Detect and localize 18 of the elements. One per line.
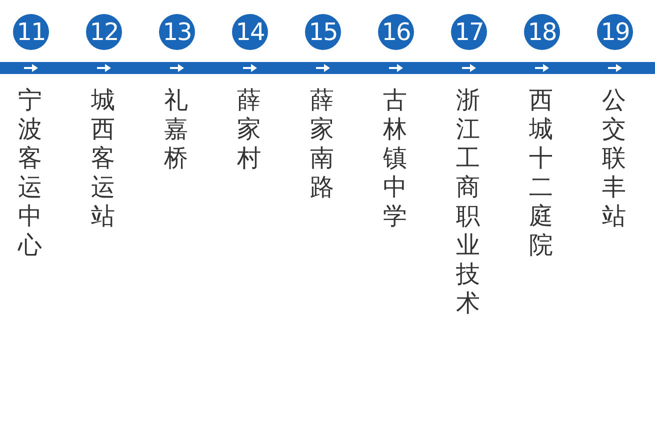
stop-number: 15	[305, 14, 341, 50]
stop-number: 19	[597, 14, 633, 50]
stop-name: 西城十二庭院	[529, 86, 554, 260]
stop-number: 17	[451, 14, 487, 50]
stop-name: 薛家村	[237, 86, 262, 173]
stop-number: 11	[13, 14, 49, 50]
stop-number: 18	[524, 14, 560, 50]
stop-name: 薛家南路	[310, 86, 335, 202]
stop-name: 浙江工商职业技术	[456, 86, 481, 318]
stop-number: 14	[232, 14, 268, 50]
stop-name: 礼嘉桥	[164, 86, 189, 173]
stop-number: 13	[159, 14, 195, 50]
stop-name: 宁波客运中心	[18, 86, 43, 260]
stop-name: 古林镇中学	[383, 86, 408, 231]
stop-number: 16	[378, 14, 414, 50]
stop-number: 12	[86, 14, 122, 50]
stop-name: 城西客运站	[91, 86, 116, 231]
stop-name: 公交联丰站	[602, 86, 627, 231]
